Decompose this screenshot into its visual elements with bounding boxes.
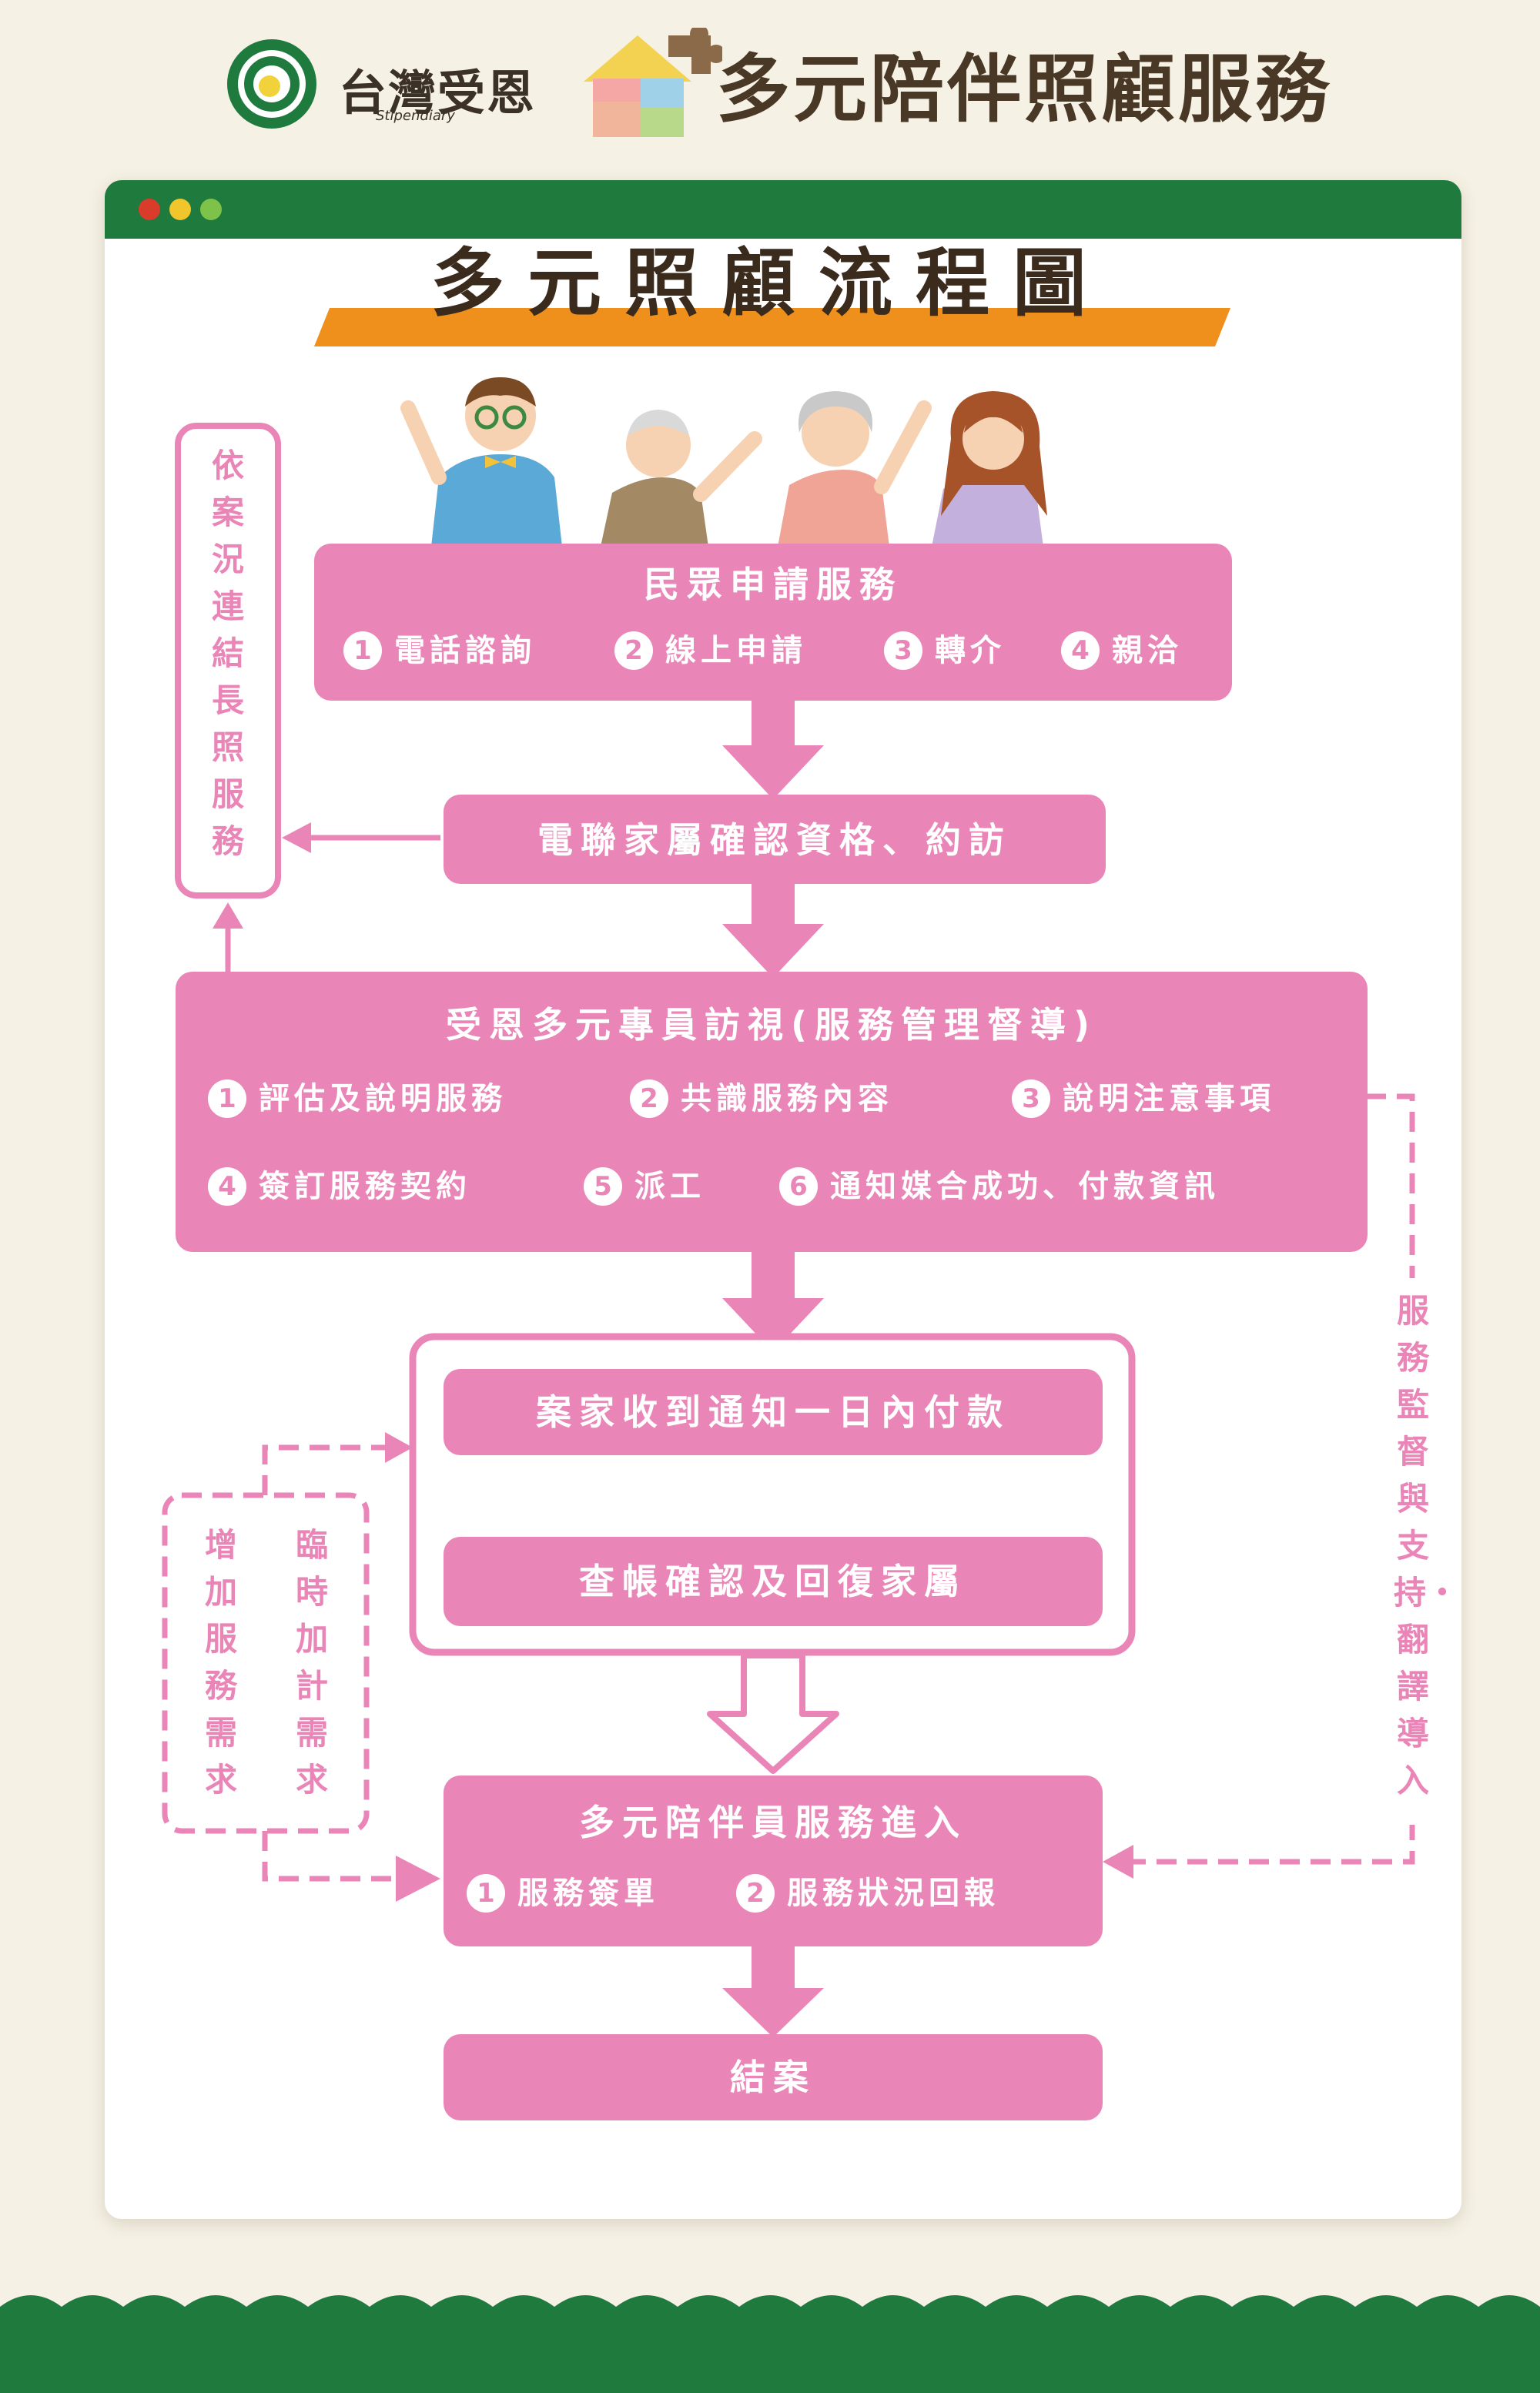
confirm-eligibility-box: 電聯家屬確認資格、約訪 bbox=[444, 795, 1106, 884]
arrow-visit-to-payment bbox=[722, 1249, 824, 1352]
apply-service-title: 民眾申請服務 bbox=[644, 564, 902, 605]
arrowhead-to-service bbox=[396, 1856, 440, 1902]
arrowhead-confirm-to-ltc bbox=[282, 822, 311, 853]
ltc-side-label: 依案況連結長照服務 bbox=[211, 447, 244, 860]
browser-title-bar bbox=[105, 180, 1461, 239]
window-maximize-dot bbox=[200, 199, 222, 220]
supervision-label: 服務監督與支持・翻譯導入 bbox=[1394, 1292, 1459, 1799]
logo-subtext: Stipendiary bbox=[376, 108, 455, 124]
hollow-arrow-group-to-service bbox=[707, 1652, 839, 1774]
confirm-eligibility-title: 電聯家屬確認資格、約訪 bbox=[537, 819, 1012, 861]
visit-title: 受恩多元專員訪視(服務管理督導) bbox=[445, 1004, 1098, 1046]
arrow-apply-to-confirm bbox=[722, 699, 824, 799]
arrow-service-to-close bbox=[722, 1943, 824, 2037]
arrow-confirm-to-visit bbox=[722, 882, 824, 978]
check-account-box: 查帳確認及回復家屬 bbox=[444, 1537, 1103, 1626]
arrowhead-visit-to-ltc bbox=[213, 902, 243, 929]
payment-title: 案家收到通知一日內付款 bbox=[536, 1391, 1010, 1433]
payment-box: 案家收到通知一日內付款 bbox=[444, 1369, 1103, 1455]
logo-icon bbox=[227, 39, 316, 129]
temp-need-label: 臨時加計需求 bbox=[295, 1526, 328, 1799]
page-title: 多元陪伴照顧服務 bbox=[716, 46, 1332, 132]
ltc-side-box bbox=[175, 423, 281, 899]
service-entry-title: 多元陪伴員服務進入 bbox=[579, 1802, 967, 1843]
close-case-box: 結案 bbox=[444, 2034, 1103, 2120]
close-case-title: 結案 bbox=[730, 2057, 816, 2098]
logo-text: 台灣受恩 bbox=[339, 65, 537, 121]
add-service-need-label: 增加服務需求 bbox=[204, 1526, 237, 1799]
arrowhead-supervision bbox=[1103, 1845, 1133, 1879]
diagram-title: 多元照顧流程圖 bbox=[430, 240, 1110, 326]
title-underline-banner bbox=[314, 308, 1230, 346]
window-close-dot bbox=[139, 199, 160, 220]
people-illustration bbox=[400, 377, 1047, 547]
check-account-title: 查帳確認及回復家屬 bbox=[579, 1561, 967, 1602]
dashed-line-to-payment bbox=[262, 1444, 388, 1495]
arrowhead-to-payment bbox=[385, 1432, 413, 1463]
bottom-wave-decoration bbox=[0, 2295, 1540, 2393]
window-minimize-dot bbox=[169, 199, 191, 220]
puzzle-house-icon bbox=[584, 28, 722, 137]
dashed-line-to-service bbox=[262, 1831, 393, 1882]
dashed-needs-box bbox=[162, 1492, 370, 1834]
